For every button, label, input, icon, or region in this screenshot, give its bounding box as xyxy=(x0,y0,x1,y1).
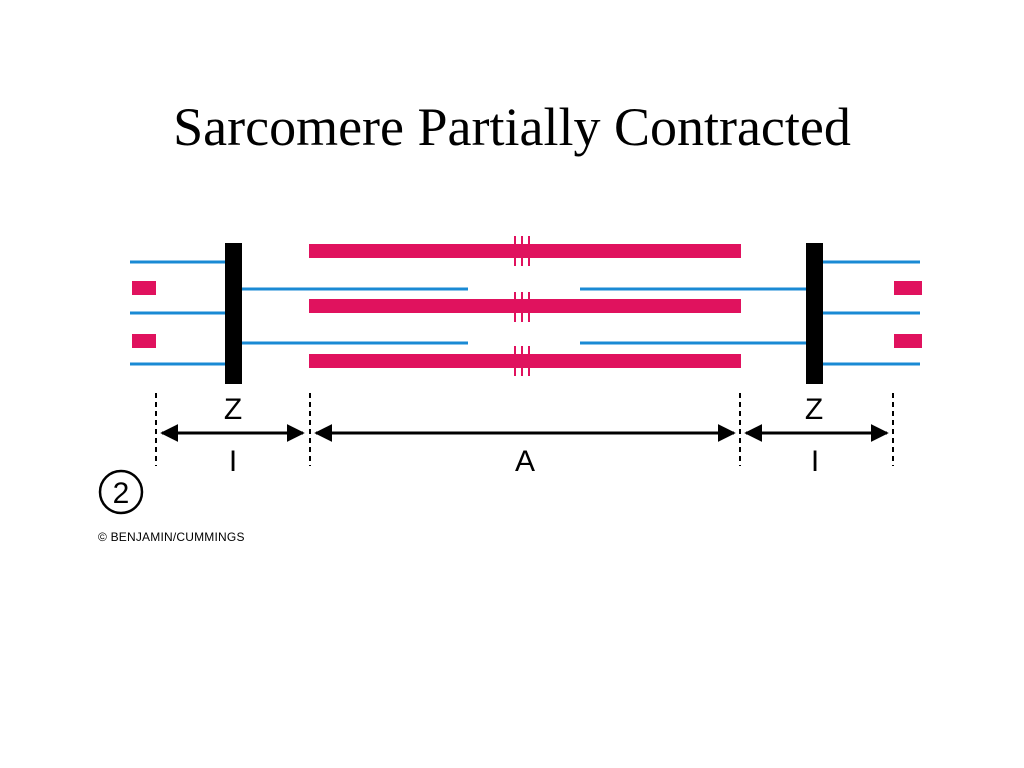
z-label-right: Z xyxy=(805,393,823,426)
step-number-circle xyxy=(98,469,144,515)
z-disc-left xyxy=(225,243,242,384)
thick-filament-stub xyxy=(894,334,922,348)
z-label-left: Z xyxy=(224,393,242,426)
step-number: 2 xyxy=(113,477,130,510)
thick-filament xyxy=(309,244,741,258)
thick-filament-stub xyxy=(132,334,156,348)
slide-title: Sarcomere Partially Contracted xyxy=(173,97,851,157)
z-disc-right xyxy=(806,243,823,384)
thick-filament xyxy=(309,354,741,368)
thick-filament-stub xyxy=(894,281,922,295)
i-band-label-right: I xyxy=(811,445,819,478)
thin-filaments xyxy=(130,260,920,366)
a-band-label: A xyxy=(515,445,535,478)
copyright-notice: © BENJAMIN/CUMMINGS xyxy=(98,530,245,544)
i-band-label-left: I xyxy=(229,445,237,478)
thick-filament xyxy=(309,299,741,313)
thick-filament-stub xyxy=(132,281,156,295)
boundary-guides xyxy=(155,393,894,466)
m-line xyxy=(514,236,530,376)
thick-filaments xyxy=(132,244,922,368)
